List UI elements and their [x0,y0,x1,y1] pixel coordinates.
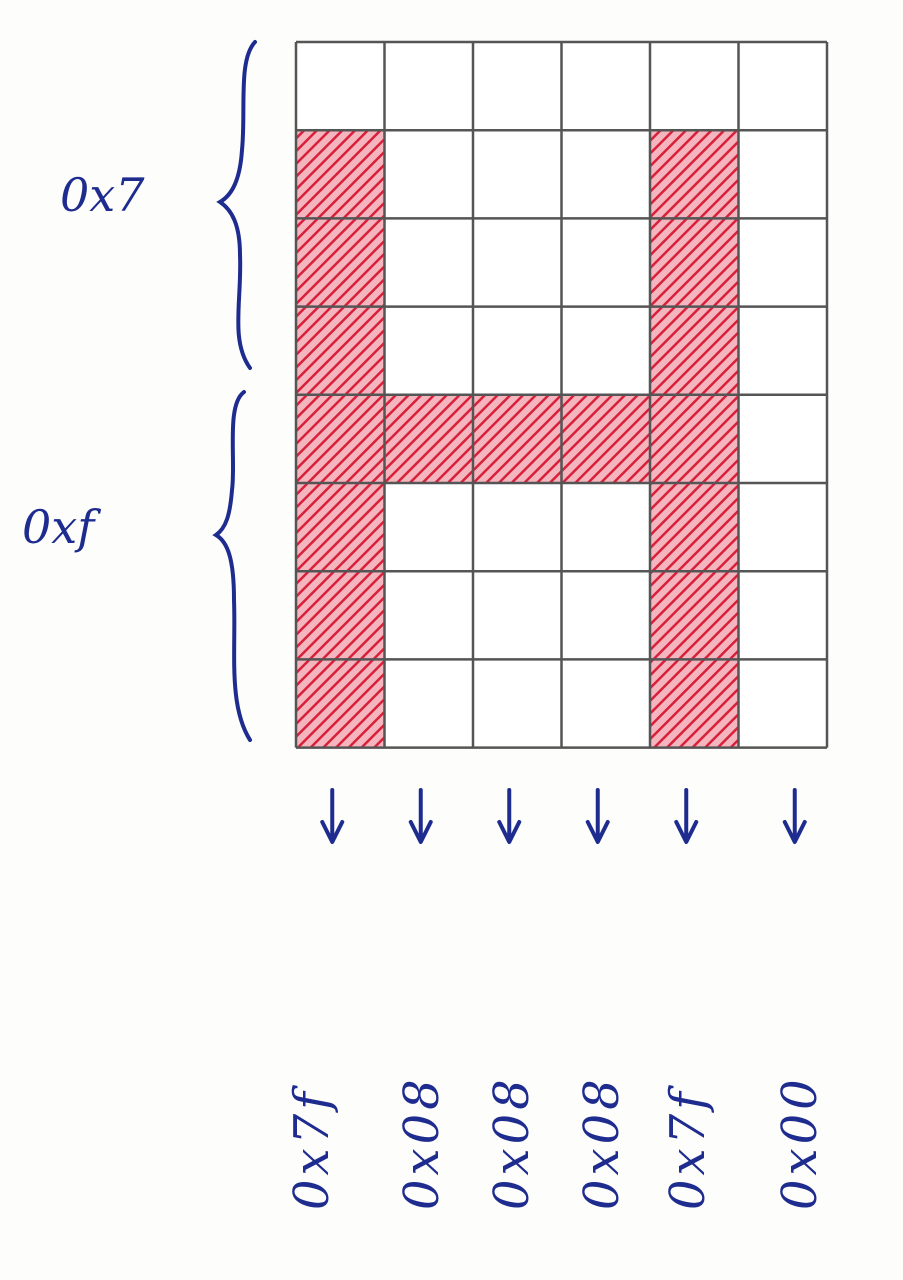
pixel-cell-empty [384,483,473,572]
pixel-cell-empty [738,218,827,307]
pixel-cell-empty [738,306,827,395]
pixel-cell-empty [384,659,473,748]
pixel-cell-empty [384,306,473,395]
down-arrow-icon [674,788,699,844]
down-arrow-icon [585,788,610,844]
pixel-cell-filled [296,306,385,395]
column-value: 0x00 [772,1075,828,1210]
pixel-cell-filled [296,394,385,483]
pixel-cell-empty [561,130,650,219]
brace-bottom [212,390,252,742]
nibble-braces [212,40,257,742]
nibble-label-top: 0x7 [60,168,145,222]
pixel-cell-empty [738,130,827,219]
pixel-cell-empty [738,42,827,131]
down-arrow-icon [320,788,345,844]
pixel-cell-filled [296,483,385,572]
pixel-cell-filled [650,130,739,219]
pixel-cell-empty [473,571,562,660]
pixel-cell-empty [561,218,650,307]
pixel-cell-filled [296,571,385,660]
down-arrow-icon [408,788,433,844]
pixel-cell-filled [473,394,562,483]
pixel-cell-empty [384,571,473,660]
pixel-cell-filled [650,659,739,748]
pixel-cell-filled [650,483,739,572]
pixel-cell-empty [473,306,562,395]
pixel-cell-empty [738,394,827,483]
pixel-cell-empty [561,571,650,660]
pixel-cell-filled [650,306,739,395]
column-arrows [320,788,807,844]
pixel-cell-empty [296,42,385,131]
grid-lines [294,40,829,749]
pixel-cell-filled [650,218,739,307]
down-arrow-icon [782,788,807,844]
pixel-cell-empty [473,42,562,131]
pixel-cell-filled [650,394,739,483]
pixel-cell-empty [384,218,473,307]
column-value: 0x08 [484,1075,540,1210]
pixel-cell-empty [561,42,650,131]
pixel-cell-empty [561,306,650,395]
pixel-cell-filled [296,218,385,307]
pixel-cell-filled [384,394,473,483]
column-value: 0x08 [394,1075,450,1210]
column-value: 0x7f [660,1088,716,1210]
pixel-cell-filled [561,394,650,483]
pixel-cell-empty [473,483,562,572]
pixel-cell-empty [473,218,562,307]
pixel-cell-filled [650,571,739,660]
pixel-cell-empty [384,42,473,131]
pixel-cell-empty [561,483,650,572]
pixel-cell-empty [561,659,650,748]
pixel-cells [296,42,827,748]
pixel-cell-empty [650,42,739,131]
brace-top [216,40,257,370]
pixel-cell-filled [296,659,385,748]
down-arrow-icon [497,788,522,844]
pixel-cell-empty [738,483,827,572]
pixel-cell-empty [473,659,562,748]
pixel-cell-filled [296,130,385,219]
pixel-cell-empty [738,571,827,660]
column-value: 0x08 [574,1075,630,1210]
nibble-label-bottom: 0xf [22,500,95,554]
column-value: 0x7f [284,1088,340,1210]
pixel-cell-empty [473,130,562,219]
pixel-cell-empty [738,659,827,748]
pixel-cell-empty [384,130,473,219]
